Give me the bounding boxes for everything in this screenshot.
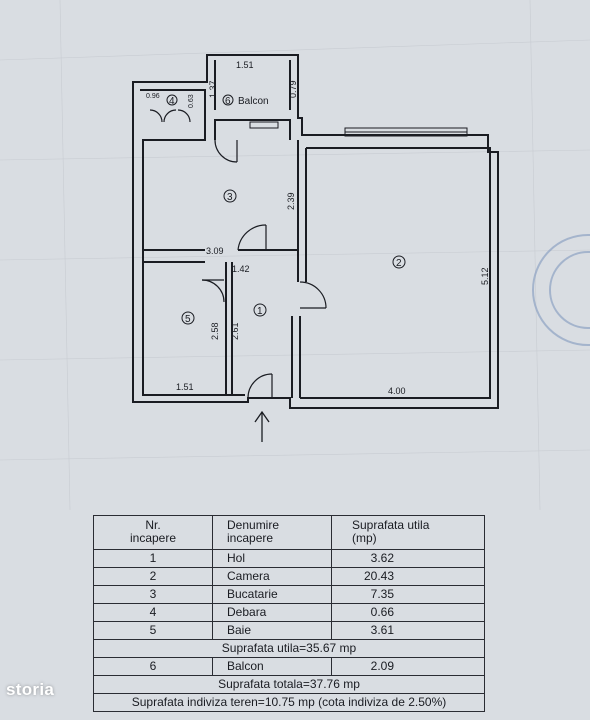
- room-number-5: 5: [185, 314, 191, 325]
- land-share: Suprafata indiviza teren=10.75 mp (cota …: [93, 693, 485, 712]
- dim-balcony-right: 0.79: [288, 80, 298, 98]
- land-share-row: Suprafata indiviza teren=10.75 mp (cota …: [93, 693, 485, 712]
- row-nr: 1: [93, 549, 213, 568]
- useful-total: Suprafata utila=35.67 mp: [93, 639, 485, 658]
- room-markers: [166, 94, 406, 325]
- dim-bath-height: 2.58: [210, 322, 220, 340]
- dim-room-width: 4.00: [388, 386, 406, 396]
- dim-balcony-width: 1.51: [236, 60, 254, 70]
- dim-balcony-left: 1.37: [208, 80, 218, 98]
- storia-watermark: storia: [6, 680, 55, 699]
- outer-walls: [132, 54, 499, 409]
- row-area: 20.43: [331, 567, 485, 586]
- grand-total-row: Suprafata totala=37.76 mp: [93, 675, 485, 694]
- row-area: 3.61: [331, 621, 485, 640]
- row-area: 7.35: [331, 585, 485, 604]
- balcony-label: Balcon: [238, 96, 269, 107]
- header-useful-area: Suprafata utila (mp): [331, 515, 485, 550]
- room-number-3: 3: [227, 192, 233, 203]
- doors: [149, 109, 327, 399]
- row-name: Baie: [212, 621, 332, 640]
- dim-room-height: 5.12: [480, 267, 490, 285]
- row-nr: 6: [93, 657, 213, 676]
- useful-total-row: Suprafata utila=35.67 mp: [93, 639, 485, 658]
- dim-kitchen-width: 3.09: [206, 246, 224, 256]
- room-number-2: 2: [396, 258, 402, 269]
- room-area-table: Nr. incapere Denumire incapere Suprafata…: [93, 515, 485, 712]
- dim-hall-width: 1.42: [232, 264, 250, 274]
- room-number-6: 6: [225, 96, 231, 107]
- row-name: Camera: [212, 567, 332, 586]
- table-row: 2 Camera 20.43: [93, 567, 485, 586]
- dim-debara-width: 0.96: [146, 93, 160, 100]
- dim-kitchen-height: 2.39: [286, 192, 296, 210]
- background-grid: [0, 0, 590, 510]
- row-nr: 5: [93, 621, 213, 640]
- table-row: 5 Baie 3.61: [93, 621, 485, 640]
- row-nr: 2: [93, 567, 213, 586]
- row-area: 2.09: [331, 657, 485, 676]
- header-room-number: Nr. incapere: [93, 515, 213, 550]
- row-nr: 3: [93, 585, 213, 604]
- row-name: Debara: [212, 603, 332, 622]
- table-row: 4 Debara 0.66: [93, 603, 485, 622]
- header-room-name: Denumire incapere: [212, 515, 332, 550]
- dim-hall-height: 2.61: [230, 322, 240, 340]
- row-name: Balcon: [212, 657, 332, 676]
- dim-bath-width: 1.51: [176, 382, 194, 392]
- dim-debara-depth: 0.63: [188, 94, 195, 108]
- room-number-4: 4: [169, 96, 175, 107]
- row-nr: 4: [93, 603, 213, 622]
- floor-plan: 1 2 3 4 5 6 Balcon 1.51 1.37 0.79 0.96 0…: [0, 0, 590, 510]
- table-row: 1 Hol 3.62: [93, 549, 485, 568]
- row-area: 3.62: [331, 549, 485, 568]
- table-header-row: Nr. incapere Denumire incapere Suprafata…: [93, 515, 485, 550]
- table-row: 3 Bucatarie 7.35: [93, 585, 485, 604]
- grand-total: Suprafata totala=37.76 mp: [93, 675, 485, 694]
- table-row: 6 Balcon 2.09: [93, 657, 485, 676]
- row-name: Bucatarie: [212, 585, 332, 604]
- interior-walls: [143, 60, 307, 398]
- windows: [249, 121, 468, 137]
- row-area: 0.66: [331, 603, 485, 622]
- stamp-seal: [532, 234, 590, 346]
- row-name: Hol: [212, 549, 332, 568]
- room-number-1: 1: [257, 306, 263, 317]
- entry-arrow-icon: [254, 410, 270, 442]
